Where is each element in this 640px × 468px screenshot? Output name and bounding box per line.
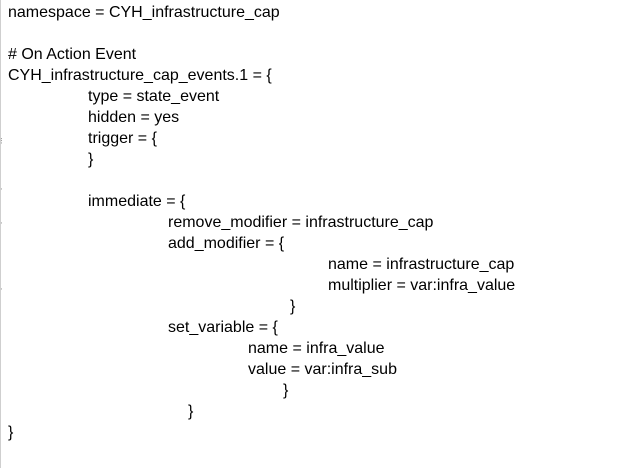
code-line: set_variable = {	[168, 319, 278, 336]
code-line: }	[88, 151, 94, 168]
code-text-area[interactable]: namespace = CYH_infrastructure_cap # On …	[8, 0, 638, 468]
code-line: add_modifier = {	[168, 235, 285, 252]
code-line: type = state_event	[88, 88, 220, 105]
code-line: }	[283, 382, 289, 399]
code-line: namespace = CYH_infrastructure_cap	[8, 4, 280, 21]
window-left-border	[0, 0, 1, 468]
code-line: value = var:infra_sub	[248, 361, 397, 378]
code-line: immediate = {	[88, 193, 186, 210]
code-line: name = infra_value	[248, 340, 385, 357]
code-line: hidden = yes	[88, 109, 180, 126]
code-line: }	[8, 424, 14, 441]
code-line: }	[290, 298, 296, 315]
code-line: trigger = {	[88, 130, 157, 147]
code-line: remove_modifier = infrastructure_cap	[168, 214, 434, 231]
code-line: }	[188, 403, 194, 420]
code-line: multiplier = var:infra_value	[328, 277, 516, 294]
code-line: name = infrastructure_cap	[328, 256, 515, 273]
code-line: # On Action Event	[8, 46, 137, 63]
code-line: CYH_infrastructure_cap_events.1 = {	[8, 67, 272, 84]
